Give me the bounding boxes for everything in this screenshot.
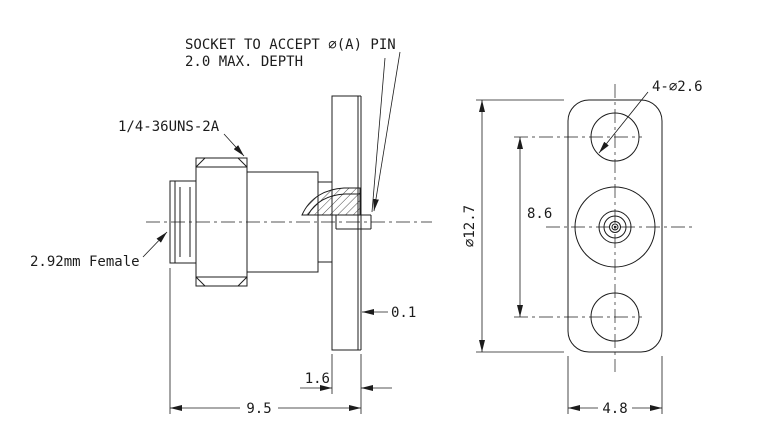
flange-side — [331, 95, 362, 351]
center-point — [613, 225, 617, 229]
dim-overall-length: 9.5 — [169, 268, 362, 417]
connector-type-label: 2.92mm Female — [30, 254, 140, 270]
socket-section — [301, 187, 372, 230]
outer-conductor-circle — [598, 210, 632, 244]
dim-flange-height-value: ∅12.7 — [462, 205, 478, 247]
dim-overall-length-value: 9.5 — [246, 401, 271, 417]
center-interface — [574, 186, 656, 268]
mounting-hole-top — [590, 112, 640, 162]
flange-plate — [331, 95, 359, 351]
dim-step-depth-value: 0.1 — [391, 305, 416, 321]
socket-note-line2: 2.0 MAX. DEPTH — [185, 54, 303, 70]
dim-hole-spacing-value: 8.6 — [527, 206, 552, 222]
dim-flange-width: 4.8 — [567, 356, 663, 417]
thread-leader — [223, 133, 245, 157]
socket-note: SOCKET TO ACCEPT ∅(A) PIN 2.0 MAX. DEPTH — [185, 37, 401, 213]
front-view: 4-∅2.6 ∅12.7 8.6 4.8 — [462, 79, 703, 417]
holes-callout-value: 4-∅2.6 — [652, 79, 703, 95]
dim-hole-spacing: 8.6 — [517, 137, 552, 317]
mounting-hole-bottom — [590, 292, 640, 342]
thread-label: 1/4-36UNS-2A — [118, 119, 220, 135]
socket-note-line1: SOCKET TO ACCEPT ∅(A) PIN — [185, 37, 396, 53]
dim-flange-thickness-value: 1.6 — [305, 371, 330, 387]
socket-hatch — [301, 187, 361, 216]
dielectric-circle — [603, 215, 627, 239]
socket-leader — [372, 51, 401, 212]
dim-step-depth: 0.1 — [362, 305, 416, 321]
thread-note: 1/4-36UNS-2A — [118, 119, 245, 157]
socket-circle — [609, 221, 621, 233]
holes-callout: 4-∅2.6 — [598, 79, 703, 154]
dim-flange-thickness: 1.6 — [300, 354, 392, 394]
holes-leader — [598, 91, 649, 154]
pin-bore-circle — [611, 223, 619, 231]
dim-flange-width-value: 4.8 — [602, 401, 627, 417]
connector-type-leader — [142, 231, 168, 258]
dim-flange-height: ∅12.7 — [462, 99, 564, 353]
connector-type-note: 2.92mm Female — [30, 231, 168, 270]
side-view: SOCKET TO ACCEPT ∅(A) PIN 2.0 MAX. DEPTH… — [30, 37, 432, 417]
flange-boss-circle — [574, 186, 656, 268]
flange-front-outline — [567, 99, 663, 353]
